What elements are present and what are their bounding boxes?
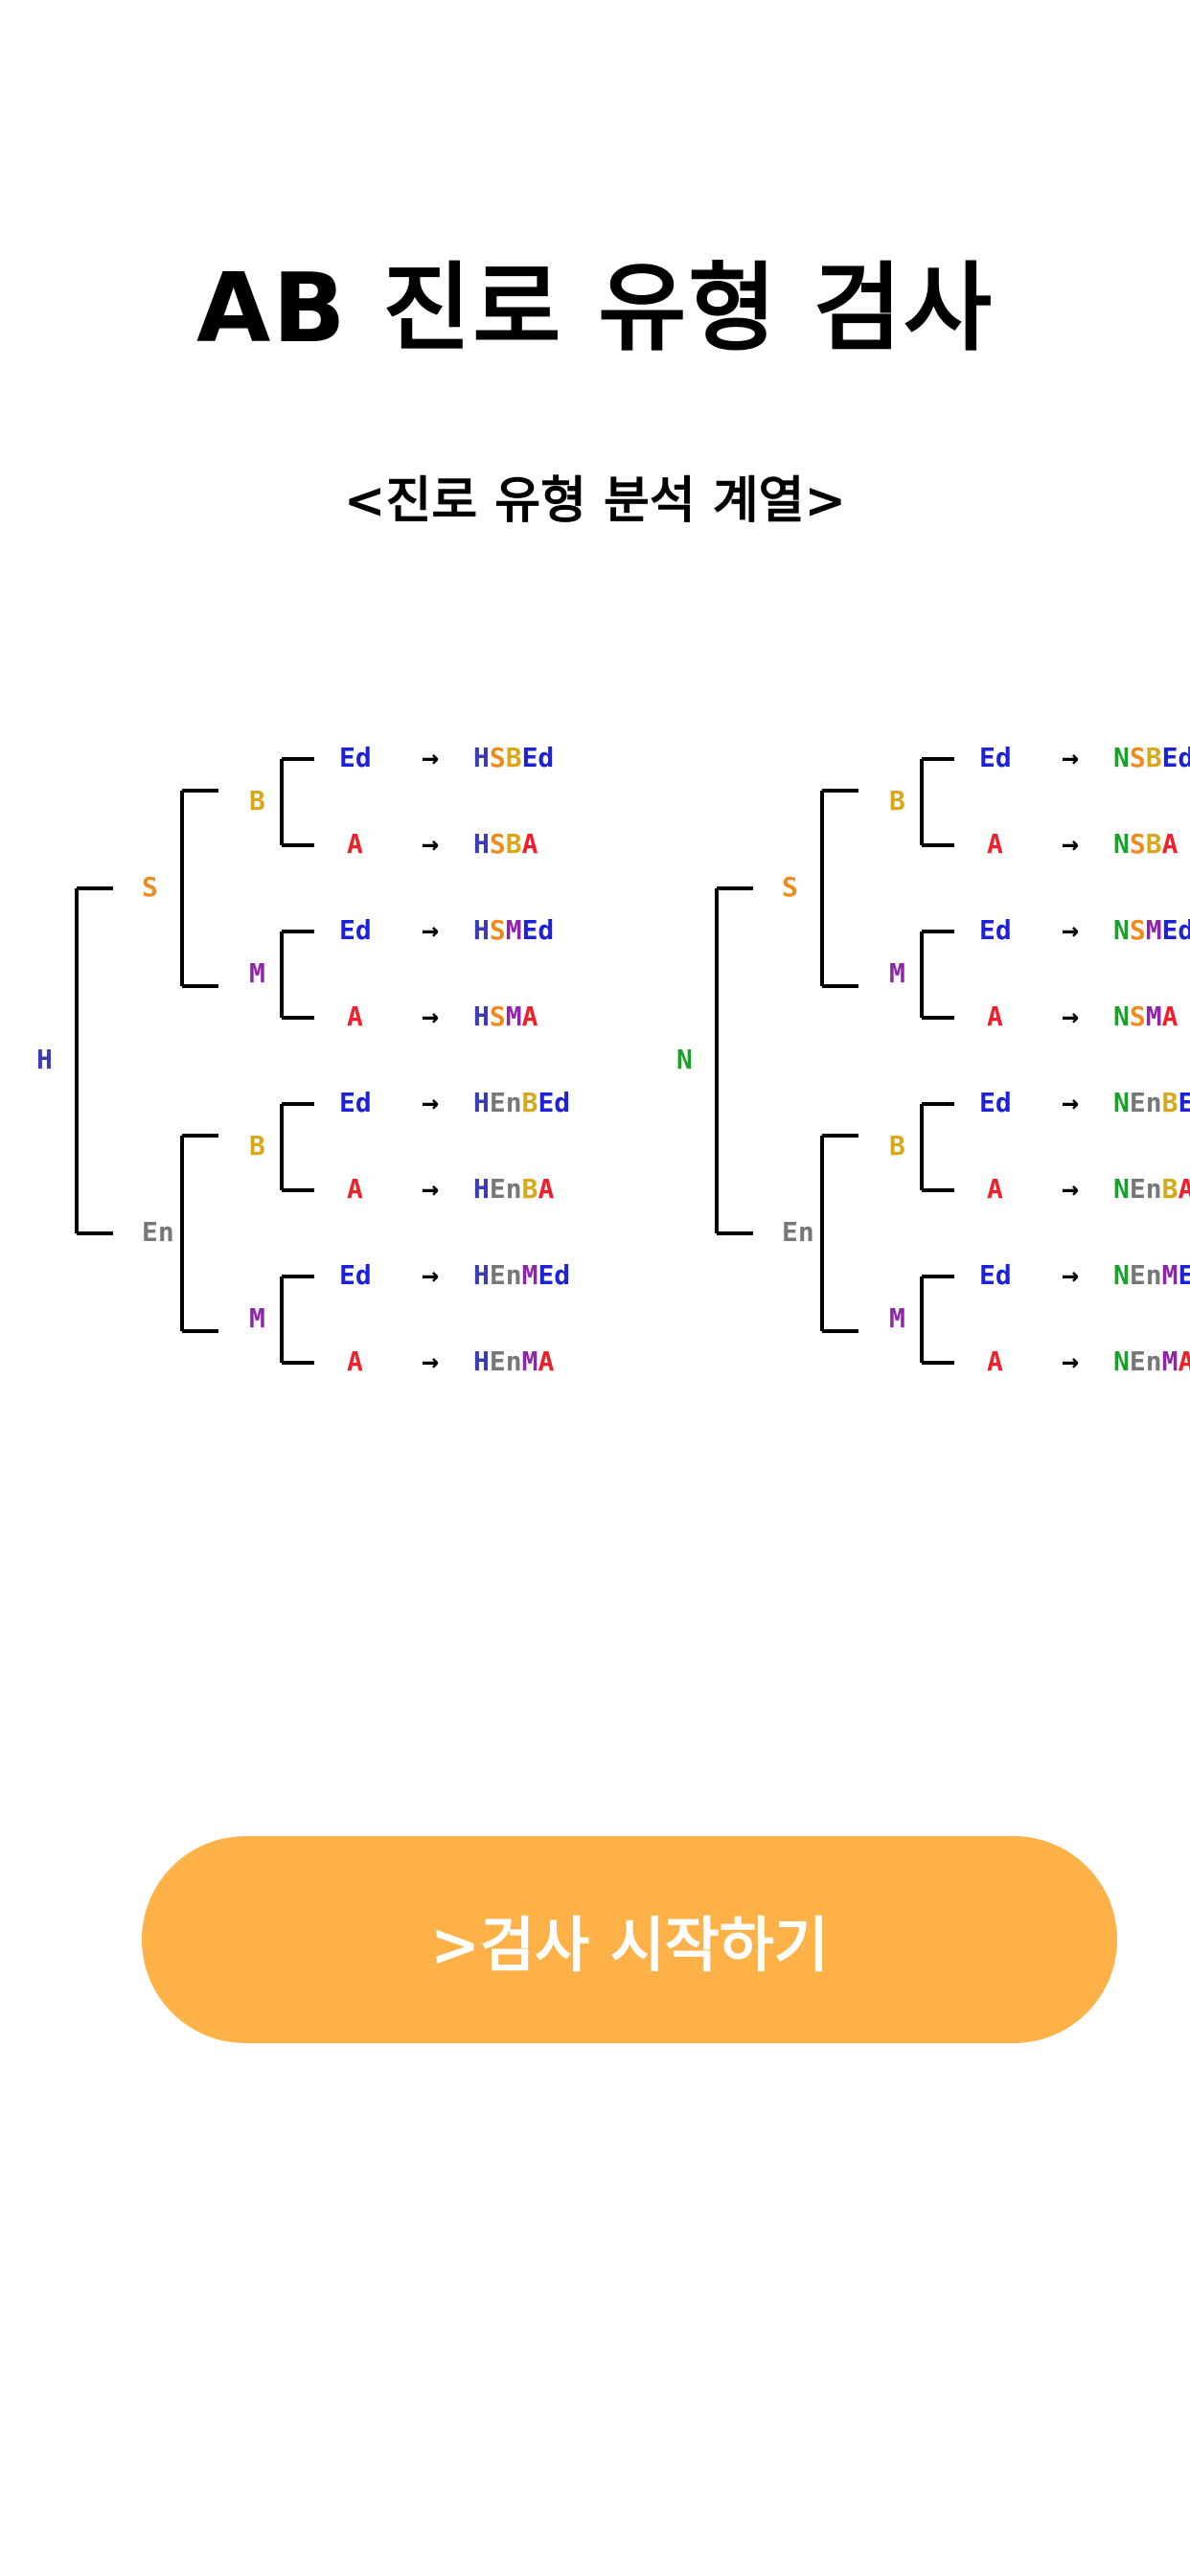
page-subtitle: <진로 유형 분석 계열>: [343, 472, 847, 530]
result-code-NSBEd: NSBEd: [1113, 742, 1190, 773]
leaf-label-A: A: [987, 1173, 1003, 1205]
result-code-HEnMA: HEnMA: [473, 1346, 554, 1377]
career-type-tree-diagram: HSBEd→HSBEdA→HSBAMEd→HSMEdA→HSMAEnBEd→HE…: [36, 742, 1190, 1379]
result-code-HSBA: HSBA: [473, 828, 538, 860]
leaf-label-Ed: Ed: [979, 914, 1012, 946]
result-code-HEnBEd: HEnBEd: [473, 1087, 570, 1118]
result-code-HSBEd: HSBEd: [473, 742, 554, 773]
leaf-label-A: A: [347, 1346, 363, 1377]
result-code-HSMEd: HSMEd: [473, 914, 554, 946]
branch-label-S: S: [782, 871, 798, 903]
page-title: AB 진로 유형 검사: [195, 252, 995, 364]
arrow-icon: →: [1062, 742, 1079, 775]
child-label-B: B: [249, 1130, 265, 1162]
child-label-B: B: [889, 1130, 905, 1162]
leaf-label-A: A: [987, 1000, 1003, 1032]
result-code-NEnMEd: NEnMEd: [1113, 1259, 1190, 1291]
child-label-M: M: [889, 957, 905, 989]
leaf-label-A: A: [347, 828, 363, 860]
root-label-H: H: [36, 1044, 53, 1075]
arrow-icon: →: [1062, 1087, 1079, 1120]
result-code-HEnBA: HEnBA: [473, 1173, 554, 1205]
branch-label-En: En: [782, 1216, 814, 1248]
leaf-label-A: A: [347, 1173, 363, 1205]
leaf-label-Ed: Ed: [339, 742, 372, 773]
arrow-icon: →: [1062, 828, 1079, 862]
arrow-icon: →: [1062, 1346, 1079, 1379]
child-label-M: M: [889, 1302, 905, 1334]
arrow-icon: →: [422, 914, 439, 948]
arrow-icon: →: [1062, 914, 1079, 948]
arrow-icon: →: [422, 1000, 439, 1034]
branch-label-S: S: [142, 871, 158, 903]
arrow-icon: →: [422, 1259, 439, 1293]
root-label-N: N: [676, 1044, 693, 1075]
result-code-NEnBA: NEnBA: [1113, 1173, 1190, 1205]
arrow-icon: →: [422, 1087, 439, 1120]
result-code-NSBA: NSBA: [1113, 828, 1179, 860]
child-label-M: M: [249, 957, 265, 989]
arrow-icon: →: [422, 742, 439, 775]
leaf-label-Ed: Ed: [339, 1259, 372, 1291]
start-test-button[interactable]: >검사 시작하기: [142, 1836, 1117, 2043]
leaf-label-Ed: Ed: [339, 914, 372, 946]
leaf-label-A: A: [347, 1000, 363, 1032]
result-code-NEnBEd: NEnBEd: [1113, 1087, 1190, 1118]
result-code-NSMA: NSMA: [1113, 1000, 1179, 1032]
arrow-icon: →: [422, 1173, 439, 1207]
arrow-icon: →: [422, 828, 439, 862]
child-label-M: M: [249, 1302, 265, 1334]
leaf-label-A: A: [987, 828, 1003, 860]
leaf-label-Ed: Ed: [979, 1087, 1012, 1118]
arrow-icon: →: [1062, 1173, 1079, 1207]
leaf-label-Ed: Ed: [979, 1259, 1012, 1291]
child-label-B: B: [889, 785, 905, 816]
arrow-icon: →: [422, 1346, 439, 1379]
branch-label-En: En: [142, 1216, 174, 1248]
leaf-label-Ed: Ed: [339, 1087, 372, 1118]
result-code-HEnMEd: HEnMEd: [473, 1259, 570, 1291]
leaf-label-A: A: [987, 1346, 1003, 1377]
child-label-B: B: [249, 785, 265, 816]
leaf-label-Ed: Ed: [979, 742, 1012, 773]
arrow-icon: →: [1062, 1259, 1079, 1293]
result-code-HSMA: HSMA: [473, 1000, 538, 1032]
result-code-NSMEd: NSMEd: [1113, 914, 1190, 946]
arrow-icon: →: [1062, 1000, 1079, 1034]
result-code-NEnMA: NEnMA: [1113, 1346, 1190, 1377]
